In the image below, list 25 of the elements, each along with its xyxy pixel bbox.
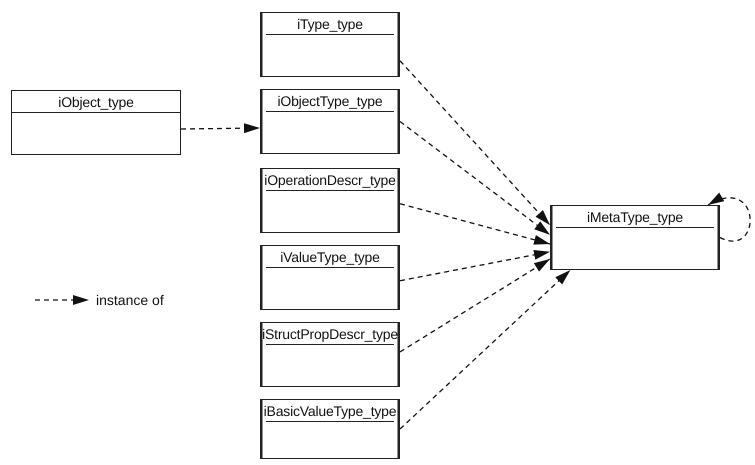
class-box	[260, 168, 400, 233]
dashed-arrow	[400, 203, 550, 245]
class-box	[260, 322, 400, 387]
class-box	[260, 245, 400, 310]
class-box	[260, 89, 400, 154]
dashed-arrow	[400, 270, 571, 430]
self-loop-arrow	[708, 194, 751, 242]
class-box	[260, 399, 400, 459]
dashed-arrow	[400, 250, 550, 282]
class-name: iStructPropDescr_type	[262, 326, 398, 342]
dashed-arrow	[400, 60, 550, 226]
dashed-arrow	[181, 123, 260, 134]
dashed-arrow	[400, 120, 550, 236]
class-name: iType_type	[297, 16, 363, 32]
class-box	[11, 90, 181, 155]
class-name: iObject_type	[58, 94, 134, 110]
class-name: iBasicValueType_type	[264, 402, 396, 418]
legend-label: instance of	[96, 292, 164, 308]
class-name: iObjectType_type	[278, 92, 382, 108]
dashed-arrow	[400, 258, 550, 352]
class-name: iOperationDescr_type	[264, 172, 396, 188]
class-name: iMetaType_type	[586, 208, 684, 224]
class-box	[260, 12, 400, 77]
class-box	[550, 205, 720, 270]
class-name: iValueType_type	[280, 248, 380, 264]
